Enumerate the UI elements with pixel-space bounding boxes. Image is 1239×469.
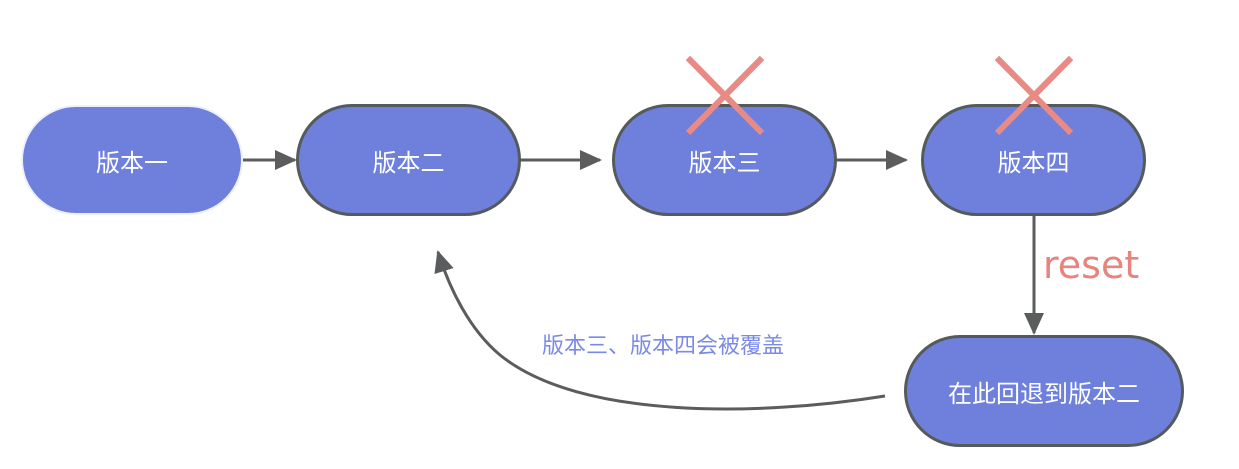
node-v2[interactable]: 版本二 [296, 104, 521, 216]
node-label: 版本二 [372, 148, 445, 177]
node-label: 版本四 [997, 148, 1070, 177]
node-v1[interactable]: 版本一 [21, 105, 243, 215]
node-label: 在此回退到版本二 [948, 379, 1140, 408]
node-label: 版本一 [96, 148, 168, 177]
edge-reset-v2-curve [434, 250, 886, 411]
reset-label: reset [1043, 243, 1140, 287]
overwrite-note-label: 版本三、版本四会被覆盖 [542, 334, 785, 359]
node-reset-target[interactable]: 在此回退到版本二 [904, 335, 1184, 447]
node-v4[interactable]: 版本四 [921, 104, 1146, 216]
node-label: 版本三 [688, 148, 761, 177]
node-v3[interactable]: 版本三 [612, 104, 837, 216]
